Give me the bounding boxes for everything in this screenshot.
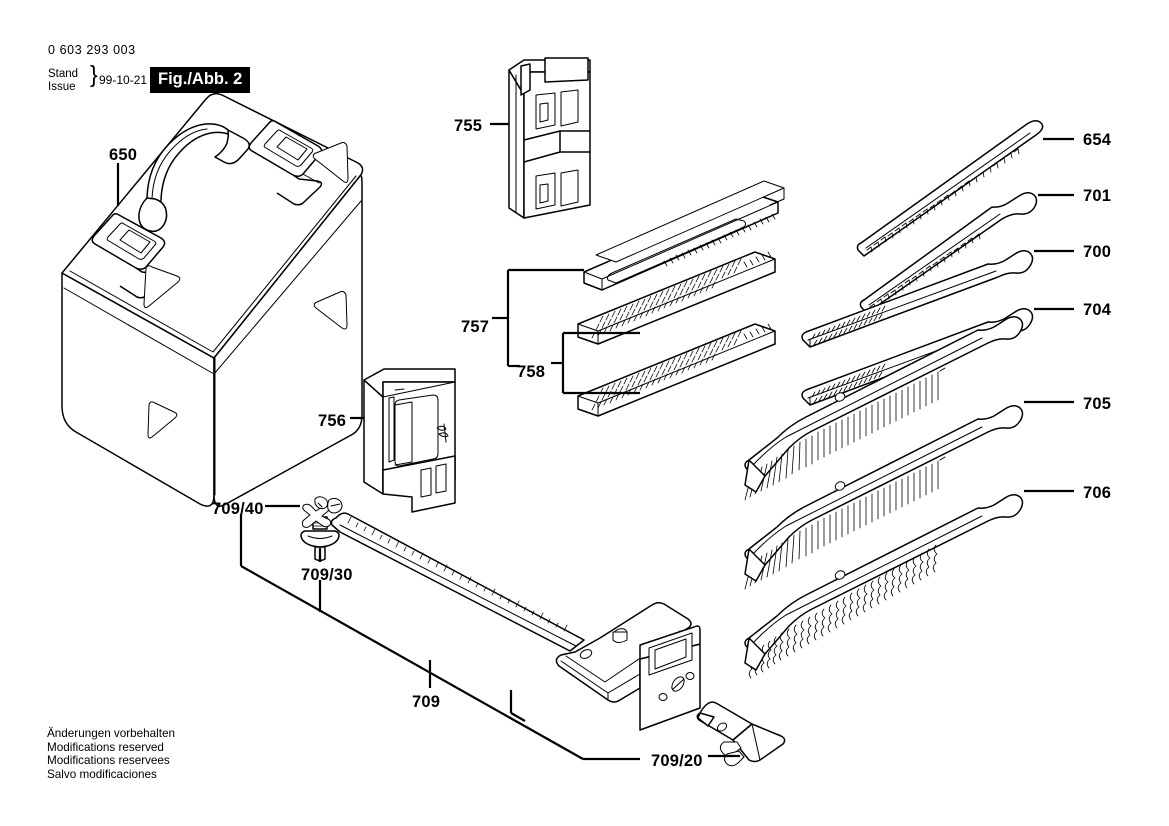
part-756-lower-bracket — [350, 368, 456, 513]
callout-650: 650 — [109, 146, 138, 164]
callout-709-20: 709/20 — [651, 752, 703, 770]
callout-709-40: 709/40 — [212, 500, 264, 518]
callout-bracket-757 — [492, 268, 584, 368]
bristles-705 — [744, 460, 939, 590]
part-709-40-wing-clip — [265, 496, 343, 528]
blade-teeth-701 — [869, 233, 981, 310]
rasp-texture-700 — [811, 305, 886, 346]
callout-701: 701 — [1083, 187, 1112, 205]
part-700-rasp-blade — [801, 249, 1074, 348]
issue-label: Issue — [48, 80, 76, 93]
blade-teeth-654 — [866, 148, 1020, 253]
case-latch-upper — [248, 119, 323, 206]
rasp-teeth-upper — [591, 258, 742, 339]
footer-line-de: Änderungen vorbehalten — [47, 727, 176, 740]
part-701-saw-blade — [859, 192, 1074, 314]
date-stamp: 99-10-21 — [99, 73, 148, 87]
footer-line-es: Salvo modificaciones — [47, 767, 157, 781]
part-705-wire-brush — [744, 400, 1074, 590]
callout-756: 756 — [318, 412, 347, 430]
case-latch-lower — [91, 212, 166, 299]
callout-700: 700 — [1083, 243, 1112, 261]
figure-badge: Fig./Abb. 2 — [150, 67, 251, 93]
rasp-teeth-lower — [591, 330, 742, 411]
callout-654: 654 — [1083, 131, 1112, 149]
part-709-20-clamp-wedge — [696, 701, 786, 767]
ruler-graduations — [347, 516, 568, 632]
callout-705: 705 — [1083, 395, 1112, 413]
footer-line-fr: Modifications reservees — [47, 754, 170, 768]
stand-label: Stand — [48, 68, 79, 80]
part-755-upper-bracket — [490, 57, 591, 219]
callout-bracket-758 — [551, 331, 640, 395]
part-757-sanding-plate — [583, 180, 785, 291]
part-number: 0 603 293 003 — [48, 43, 136, 57]
rasp-texture-704 — [811, 363, 886, 404]
part-654-saw-blade — [856, 120, 1074, 257]
part-706-wire-brush — [744, 489, 1074, 679]
callout-709: 709 — [412, 693, 441, 711]
brace-glyph: } — [90, 61, 98, 87]
callout-755: 755 — [454, 117, 483, 135]
part-709-30-screw — [300, 516, 340, 612]
callout-704: 704 — [1083, 301, 1112, 319]
part-650-carrying-case — [61, 92, 364, 507]
footer-disclaimer: Änderungen vorbehalten Modifications res… — [47, 727, 175, 781]
callout-758: 758 — [517, 363, 546, 381]
part-709-guide-rail — [330, 512, 701, 731]
bristles-706-crimped — [748, 544, 938, 679]
callout-706: 706 — [1083, 484, 1112, 502]
assembly-bracket-709 — [239, 514, 640, 761]
callout-709-30: 709/30 — [301, 566, 353, 584]
part-brush-upper — [744, 316, 1024, 501]
callout-757: 757 — [461, 318, 490, 336]
footer-line-en: Modifications reserved — [47, 740, 164, 754]
